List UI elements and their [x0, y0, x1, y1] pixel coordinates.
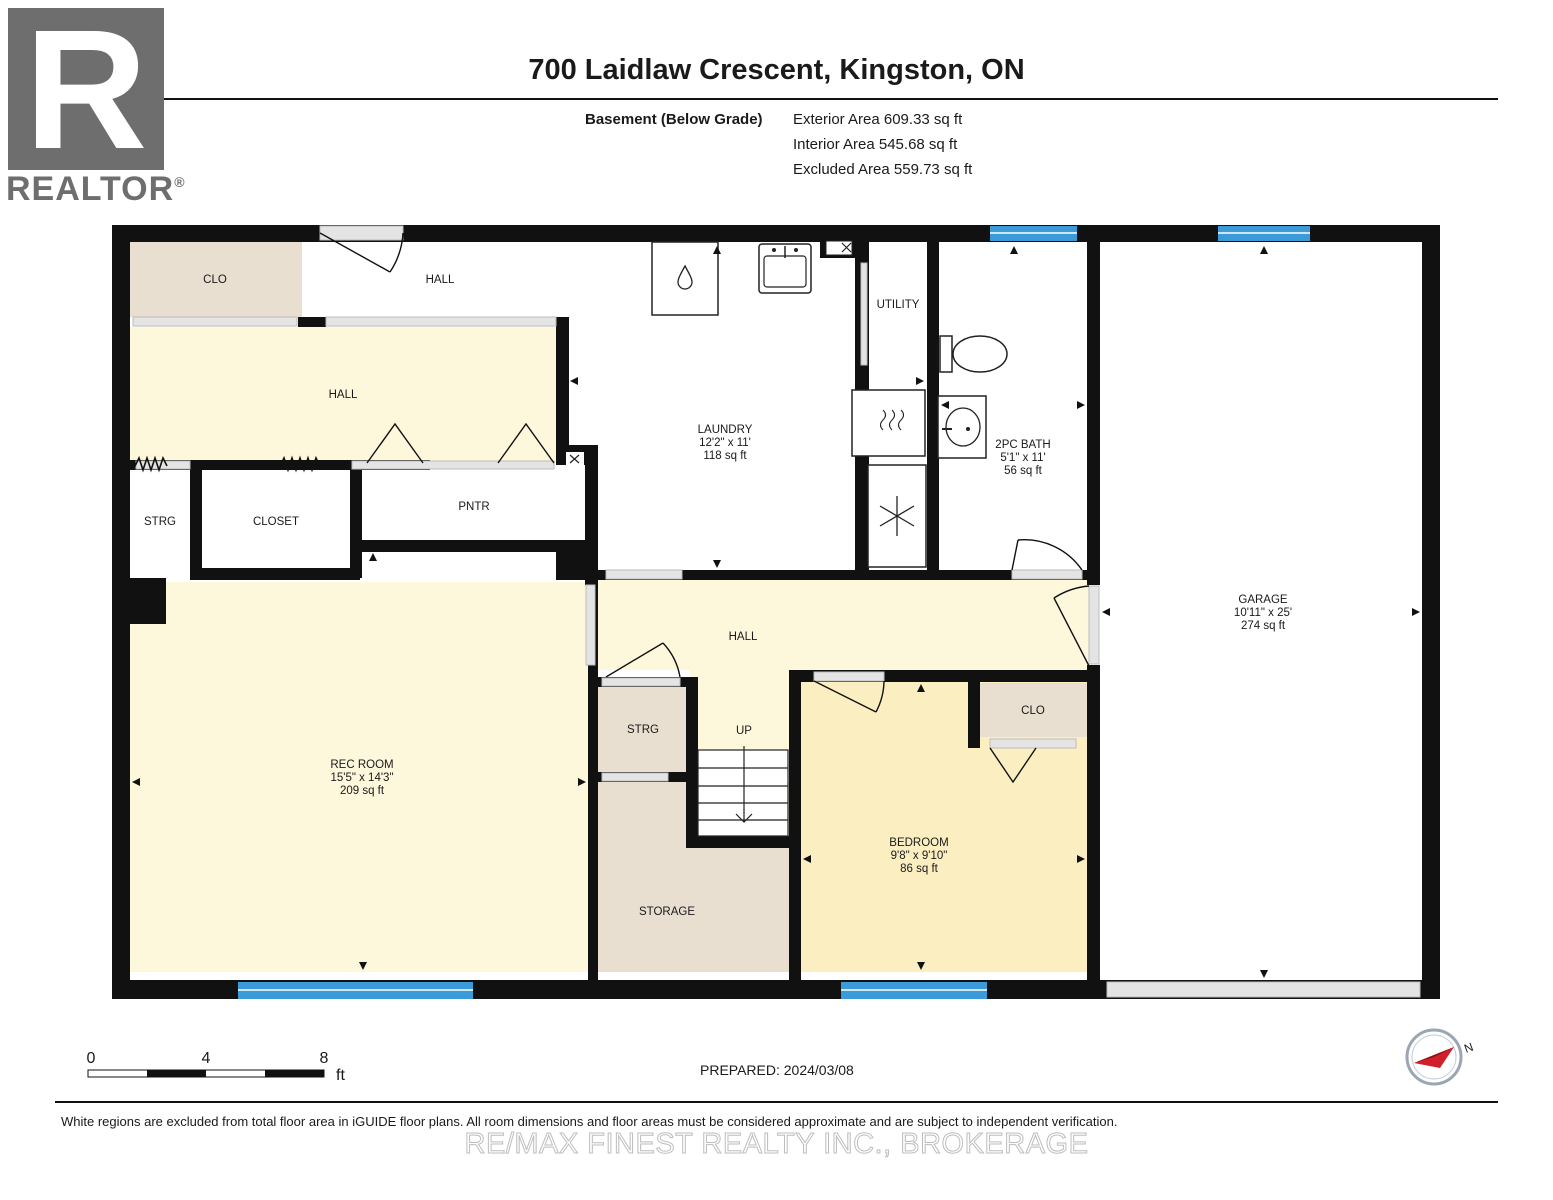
label-laundry-name: LAUNDRY — [698, 424, 753, 436]
label-pntr: PNTR — [458, 501, 489, 513]
realtor-word: REALTOR — [6, 170, 175, 208]
realtor-logo-icon: R — [8, 8, 164, 170]
rec-room-fill — [130, 582, 588, 972]
realtor-wordmark: REALTOR® — [6, 170, 186, 209]
label-hall-mid: HALL — [729, 631, 758, 643]
header-rule — [55, 98, 1498, 100]
scale-bar: 0 4 8 ft — [87, 1050, 346, 1084]
label-bath-area: 56 sq ft — [1004, 465, 1043, 477]
heat-icon — [879, 409, 905, 431]
brokerage-watermark: RE/MAX FINEST REALTY INC., BROKERAGE — [464, 1128, 1089, 1161]
snowflake-icon — [879, 496, 915, 536]
label-hall-left: HALL — [329, 389, 358, 401]
label-clo-bed: CLO — [1021, 705, 1045, 717]
property-title: 700 Laidlaw Crescent, Kingston, ON — [528, 54, 1025, 86]
toilet-bowl — [952, 335, 1008, 373]
label-rec-room-name: REC ROOM — [330, 759, 393, 771]
label-laundry-dims: 12'2" x 11' — [699, 437, 751, 449]
label-rec-room-dims: 15'5" x 14'3" — [330, 772, 393, 784]
room-fills — [122, 233, 1432, 990]
label-bedroom-area: 86 sq ft — [900, 863, 939, 875]
realtor-logo-letter: R — [25, 8, 148, 170]
prepared-date: PREPARED: 2024/03/08 — [700, 1062, 854, 1078]
label-clo-top: CLO — [203, 274, 227, 286]
label-bedroom-name: BEDROOM — [889, 837, 948, 849]
stairs — [697, 746, 789, 837]
dryer — [851, 389, 926, 457]
label-rec-room-area: 209 sq ft — [340, 785, 385, 797]
compass-icon: N — [1405, 1028, 1475, 1086]
label-storage: STORAGE — [639, 906, 695, 918]
scale-tick-0: 0 — [87, 1050, 96, 1067]
label-hall-top: HALL — [426, 274, 455, 286]
label-laundry-area: 118 sq ft — [703, 450, 747, 462]
scale-tick-4: 4 — [202, 1050, 211, 1067]
label-utility: UTILITY — [877, 299, 920, 311]
bifold-doors — [134, 455, 321, 473]
footer-rule — [55, 1101, 1498, 1103]
door-swings — [319, 232, 1090, 784]
clo-top-fill — [130, 242, 302, 317]
fixtures — [566, 240, 1008, 837]
label-closet: CLOSET — [253, 516, 299, 528]
label-garage-area: 274 sq ft — [1241, 620, 1286, 632]
disclaimer: White regions are excluded from total fl… — [61, 1114, 1118, 1129]
label-bedroom-dims: 9'8" x 9'10" — [891, 850, 948, 862]
scale-tick-8: 8 — [320, 1050, 329, 1067]
dimension-arrows — [132, 246, 1420, 978]
clo-bed-fill — [979, 683, 1087, 737]
label-bath-name: 2PC BATH — [995, 439, 1050, 451]
label-up: UP — [736, 725, 752, 737]
excluded-area: Excluded Area 559.73 sq ft — [793, 161, 973, 178]
scale-unit: ft — [336, 1067, 345, 1084]
hall-left-fill — [130, 327, 560, 463]
realtor-reg-mark: ® — [174, 174, 186, 190]
label-strg-left: STRG — [144, 516, 176, 528]
toilet-tank — [939, 335, 953, 373]
strg-mid-fill — [597, 686, 689, 776]
interior-area: Interior Area 545.68 sq ft — [793, 136, 958, 153]
hall-mid-fill — [598, 580, 1090, 670]
label-garage-name: GARAGE — [1238, 594, 1288, 606]
label-strg-mid: STRG — [627, 724, 659, 736]
compass-letter: N — [1462, 1040, 1475, 1056]
label-bath-dims: 5'1" x 11' — [1000, 452, 1045, 464]
water-heater — [651, 241, 719, 316]
room-labels: CLO HALL HALL STRG CLOSET PNTR LAUNDRY 1… — [144, 274, 1292, 918]
water-drop-icon — [677, 264, 693, 290]
exterior-area: Exterior Area 609.33 sq ft — [793, 111, 963, 128]
openings — [132, 225, 1421, 999]
floor-name: Basement (Below Grade) — [585, 111, 763, 128]
label-garage-dims: 10'11" x 25' — [1234, 607, 1292, 619]
